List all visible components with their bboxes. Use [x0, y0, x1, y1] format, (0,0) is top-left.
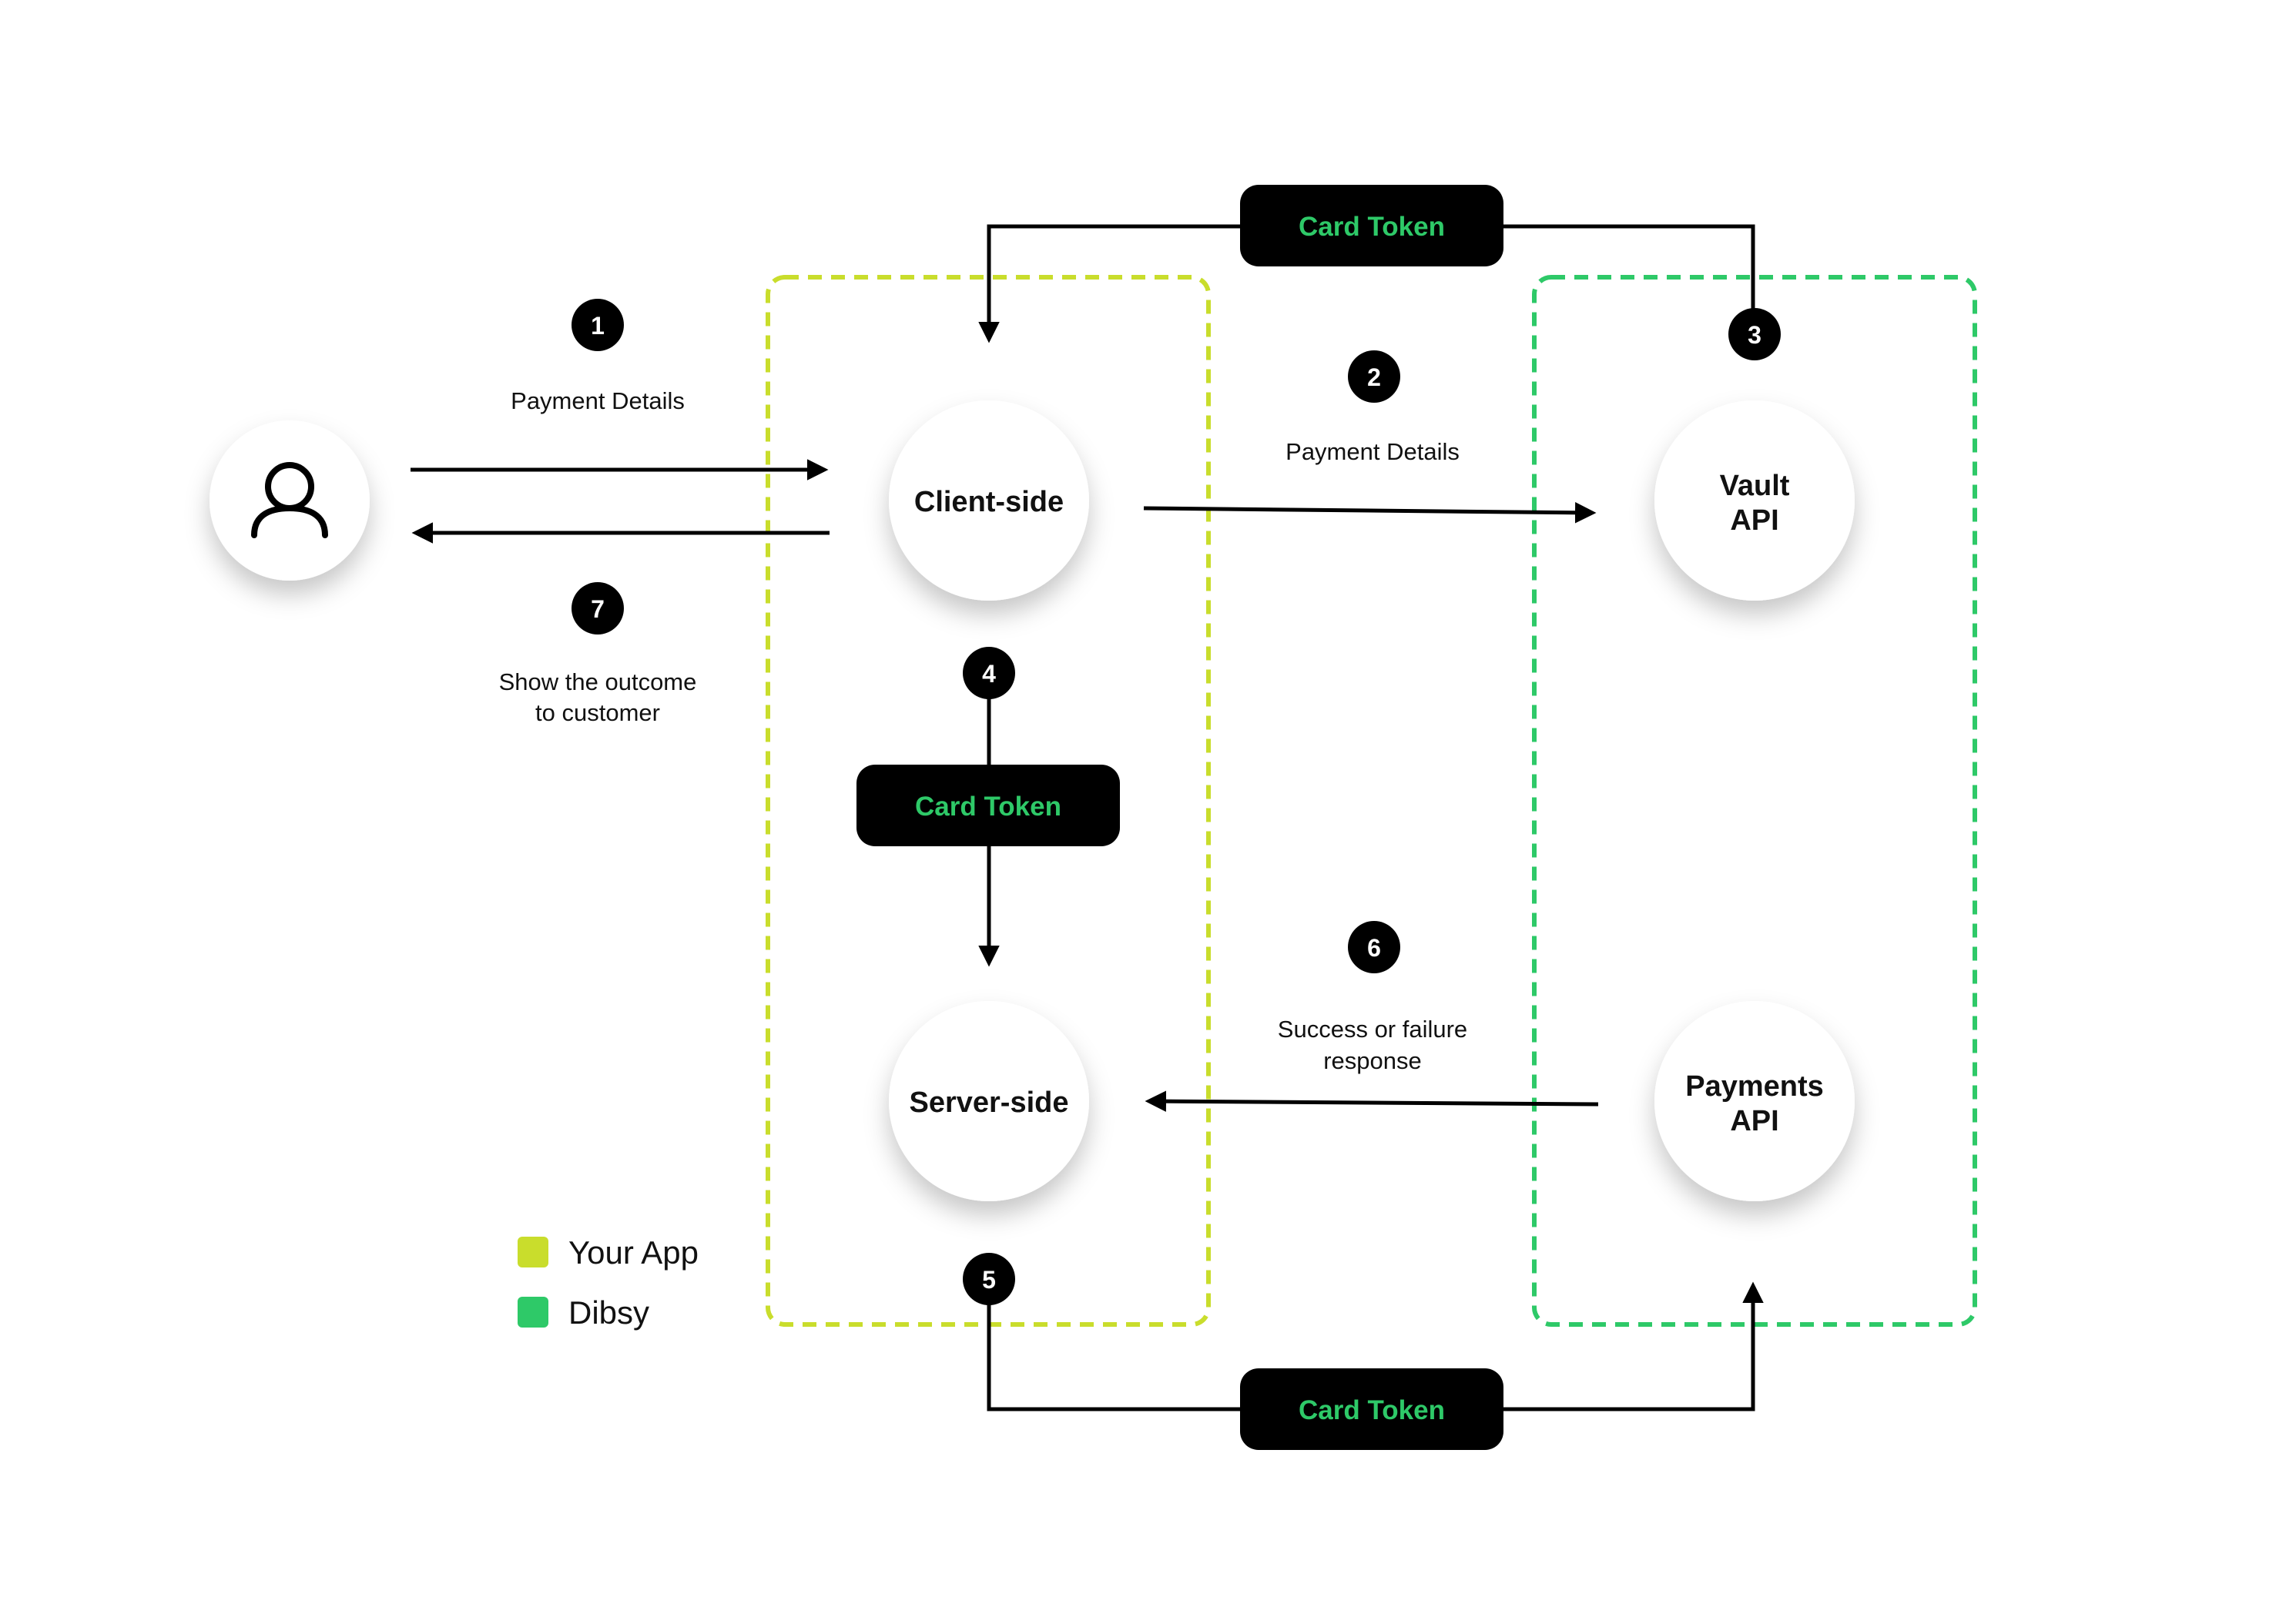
card-token-middle-label: Card Token — [915, 792, 1061, 822]
card-token-bottom-label: Card Token — [1299, 1395, 1445, 1425]
step-3-badge: 3 — [1728, 308, 1781, 360]
step-3-number: 3 — [1748, 321, 1761, 349]
payments-api-label-line1: Payments — [1685, 1070, 1824, 1103]
card-token-middle: Card Token — [856, 765, 1120, 846]
user-node — [209, 420, 370, 581]
step-2-number: 2 — [1367, 363, 1381, 391]
step-7-badge: 7 — [572, 582, 624, 635]
card-token-top: Card Token — [1240, 185, 1503, 266]
legend-label-dibsy: Dibsy — [568, 1294, 649, 1331]
step-5-badge: 5 — [963, 1253, 1015, 1305]
payments-api-label-line2: API — [1730, 1105, 1778, 1137]
user-icon — [251, 462, 328, 538]
card-token-top-label: Card Token — [1299, 212, 1445, 242]
step-7-number: 7 — [591, 595, 605, 623]
step-5-number: 5 — [982, 1266, 996, 1294]
step-6-number: 6 — [1367, 934, 1381, 962]
server-side-label: Server-side — [909, 1087, 1068, 1119]
step-1-badge: 1 — [572, 299, 624, 351]
arrow-payments-to-server — [1145, 1090, 1599, 1112]
card-token-bottom: Card Token — [1240, 1368, 1503, 1450]
legend-swatch-dibsy — [518, 1297, 548, 1328]
legend: Your App Dibsy — [518, 1234, 699, 1331]
vault-api-label-line2: API — [1730, 504, 1778, 537]
step-7-label-line2: to customer — [535, 699, 660, 726]
client-side-node: Client-side — [889, 400, 1089, 601]
step-2-badge: 2 — [1348, 350, 1400, 403]
step-1-number: 1 — [591, 312, 605, 340]
server-side-node: Server-side — [889, 1001, 1089, 1201]
step-4-badge: 4 — [963, 647, 1015, 699]
step-7-label-line1: Show the outcome — [499, 668, 697, 695]
legend-swatch-your-app — [518, 1237, 548, 1267]
client-side-label: Client-side — [914, 486, 1064, 518]
step-2-label: Payment Details — [1285, 438, 1460, 465]
legend-label-your-app: Your App — [568, 1234, 699, 1271]
arrow-client-to-vault — [1143, 502, 1597, 524]
payments-api-node: Payments API — [1654, 1001, 1855, 1201]
step-6-label-line1: Success or failure — [1278, 1016, 1467, 1043]
step-4-number: 4 — [982, 660, 996, 688]
vault-api-node: Vault API — [1654, 400, 1855, 601]
step-6-badge: 6 — [1348, 921, 1400, 973]
vault-api-label-line1: Vault — [1720, 470, 1790, 502]
step-1-label: Payment Details — [511, 387, 685, 414]
step-6-label-line2: response — [1323, 1047, 1422, 1074]
